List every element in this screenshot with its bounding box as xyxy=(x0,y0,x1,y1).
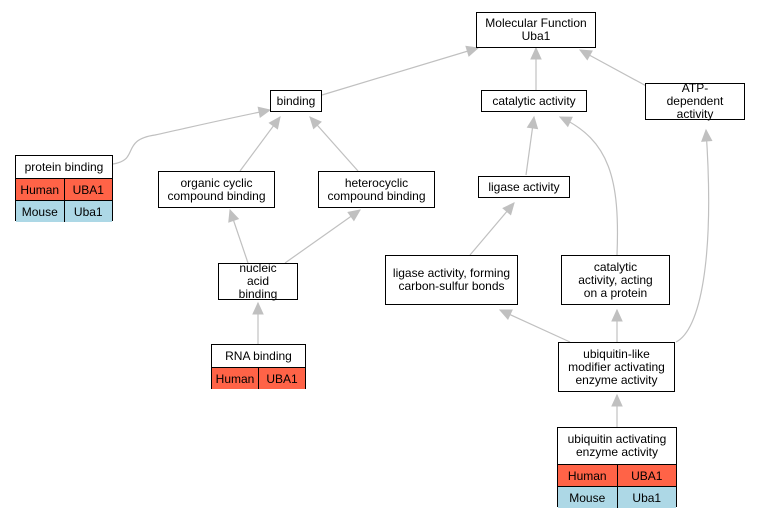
gene-cell: UBA1 xyxy=(63,179,113,200)
gene-cell: UBA1 xyxy=(258,368,305,389)
arrowhead xyxy=(498,309,513,321)
arrowhead xyxy=(465,45,480,57)
arrowhead xyxy=(502,202,515,216)
heterocyclic-compound-binding-label: heterocyclic compound binding xyxy=(327,175,426,203)
organic-cyclic-compound-binding-node[interactable]: organic cyclic compound binding xyxy=(158,171,275,208)
arrowhead xyxy=(578,49,593,61)
arrowhead xyxy=(611,393,623,407)
edge-catalytic-protein-to-catalytic xyxy=(559,116,619,256)
nucleic-acid-binding-node[interactable]: nucleic acid binding xyxy=(218,261,298,301)
species-cell: Mouse xyxy=(21,204,58,219)
arrowhead xyxy=(526,115,539,130)
edge-atp-to-molecular-function xyxy=(579,49,651,89)
species-cell: Human xyxy=(215,371,255,386)
rna-binding-title: RNA binding xyxy=(212,345,305,368)
ligase-activity-forming-carbon-sulfur-bonds-label: ligase activity, forming carbon-sulfur b… xyxy=(392,266,511,293)
nucleic-acid-binding-label: nucleic acid binding xyxy=(238,261,278,301)
edge-heterocyclic-to-binding xyxy=(309,116,359,172)
species-cell: Human xyxy=(567,468,607,483)
gene-cell: Uba1 xyxy=(616,487,677,508)
ubiquitin-activating-enzyme-activity-table[interactable]: ubiquitin activating enzyme activity Hum… xyxy=(557,427,677,508)
arrowhead xyxy=(347,209,361,222)
arrowhead xyxy=(309,116,322,130)
edge-ubl-to-atp xyxy=(675,129,710,343)
ubiquitin-activating-enzyme-activity-title: ubiquitin activating enzyme activity xyxy=(558,428,676,465)
catalytic-activity-acting-on-a-protein-node[interactable]: catalytic activity, acting on a protein xyxy=(561,255,670,305)
ubiquitin-activating-mouse-row: Mouse Uba1 xyxy=(558,486,676,508)
molecular-function-node[interactable]: Molecular Function Uba1 xyxy=(476,12,596,48)
arrowhead xyxy=(257,106,272,118)
ubiquitin-like-modifier-activating-enzyme-activity-node[interactable]: ubiquitin-like modifier activating enzym… xyxy=(558,342,675,392)
arrowhead xyxy=(701,128,713,142)
arrowhead xyxy=(268,116,281,130)
protein-binding-title: protein binding xyxy=(16,156,112,179)
ligase-activity-node[interactable]: ligase activity xyxy=(478,176,570,198)
atp-dependent-activity-label: ATP-dependent activity xyxy=(666,81,724,121)
edge-protein-binding-to-binding xyxy=(112,109,271,165)
catalytic-activity-node[interactable]: catalytic activity xyxy=(481,90,587,112)
catalytic-activity-label: catalytic activity xyxy=(492,93,576,108)
edge-ubl-to-ligase-cs xyxy=(499,309,571,343)
ubiquitin-like-modifier-activating-enzyme-activity-label: ubiquitin-like modifier activating enzym… xyxy=(568,346,665,387)
species-cell: Mouse xyxy=(569,490,606,505)
edge-nucleic-to-heterocyclic xyxy=(284,209,361,264)
organic-cyclic-compound-binding-label: organic cyclic compound binding xyxy=(167,175,266,203)
heterocyclic-compound-binding-node[interactable]: heterocyclic compound binding xyxy=(318,171,435,208)
gene-cell: UBA1 xyxy=(616,465,677,486)
binding-node[interactable]: binding xyxy=(270,90,322,112)
arrowhead xyxy=(530,46,542,60)
arrowhead xyxy=(611,308,623,322)
molecular-function-label: Molecular Function Uba1 xyxy=(485,16,587,43)
protein-binding-table[interactable]: protein binding Human UBA1 Mouse Uba1 xyxy=(15,155,113,222)
arrowhead xyxy=(558,116,573,128)
rna-binding-human-row: Human UBA1 xyxy=(212,368,305,389)
ligase-activity-forming-carbon-sulfur-bonds-node[interactable]: ligase activity, forming carbon-sulfur b… xyxy=(385,255,518,305)
arrowhead xyxy=(228,208,240,223)
binding-label: binding xyxy=(276,93,316,108)
ubiquitin-activating-human-row: Human UBA1 xyxy=(558,465,676,486)
protein-binding-mouse-row: Mouse Uba1 xyxy=(16,200,112,222)
atp-dependent-activity-node[interactable]: ATP-dependent activity xyxy=(645,81,745,121)
arrowhead xyxy=(252,301,264,315)
rna-binding-table[interactable]: RNA binding Human UBA1 xyxy=(211,344,306,389)
ligase-activity-label: ligase activity xyxy=(488,179,560,194)
protein-binding-human-row: Human UBA1 xyxy=(16,179,112,200)
edge-binding-to-molecular-function xyxy=(321,47,479,96)
species-cell: Human xyxy=(20,182,60,197)
gene-cell: Uba1 xyxy=(63,201,113,222)
catalytic-activity-acting-on-a-protein-label: catalytic activity, acting on a protein xyxy=(578,259,653,300)
